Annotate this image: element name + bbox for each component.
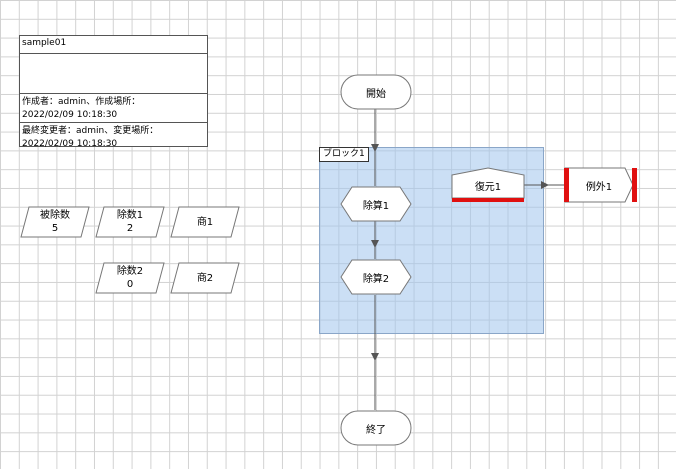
calc1-hexagon[interactable]: [340, 186, 412, 222]
start-label: 開始: [366, 88, 386, 100]
variable-dividend[interactable]: 被除数 5: [20, 206, 90, 238]
calc2-label: 除算2: [362, 273, 390, 285]
created-by-text: 作成者：admin、作成場所：: [22, 97, 141, 107]
exception-label: 例外1: [585, 181, 613, 193]
restore-shape[interactable]: [451, 167, 525, 203]
variable-value: 2: [126, 223, 134, 234]
variable-name: 除数2: [116, 266, 144, 277]
variable-value: 0: [126, 279, 134, 290]
variable-name: 被除数: [40, 210, 70, 221]
document-title: sample01: [20, 36, 207, 54]
variable-value: 5: [51, 223, 59, 234]
start-terminal-shape[interactable]: [340, 74, 412, 110]
variable-quotient2[interactable]: 商2: [170, 262, 240, 294]
modified-by-text: 最終変更者：admin、変更場所：: [22, 126, 159, 136]
variable-name: 商2: [196, 272, 214, 284]
document-info-panel[interactable]: sample01 作成者：admin、作成場所： 2022/02/09 10:1…: [19, 35, 208, 149]
exception-shape[interactable]: [563, 167, 639, 203]
variable-name: 商1: [196, 216, 214, 228]
document-description-area: [20, 54, 207, 94]
variable-name: 除数1: [116, 210, 144, 221]
modified-date-text: 2022/02/09 10:18:30: [22, 139, 118, 149]
modified-info: 最終変更者：admin、変更場所： 2022/02/09 10:18:30: [20, 123, 207, 153]
calc1-label: 除算1: [362, 200, 390, 212]
block-label: ブロック1: [319, 147, 369, 162]
end-terminal-shape[interactable]: [340, 410, 412, 446]
calc2-hexagon[interactable]: [340, 259, 412, 295]
created-info: 作成者：admin、作成場所： 2022/02/09 10:18:30: [20, 94, 207, 123]
restore-label: 復元1: [474, 181, 502, 193]
end-label: 終了: [366, 424, 386, 436]
created-date-text: 2022/02/09 10:18:30: [22, 110, 118, 120]
variable-quotient1[interactable]: 商1: [170, 206, 240, 238]
